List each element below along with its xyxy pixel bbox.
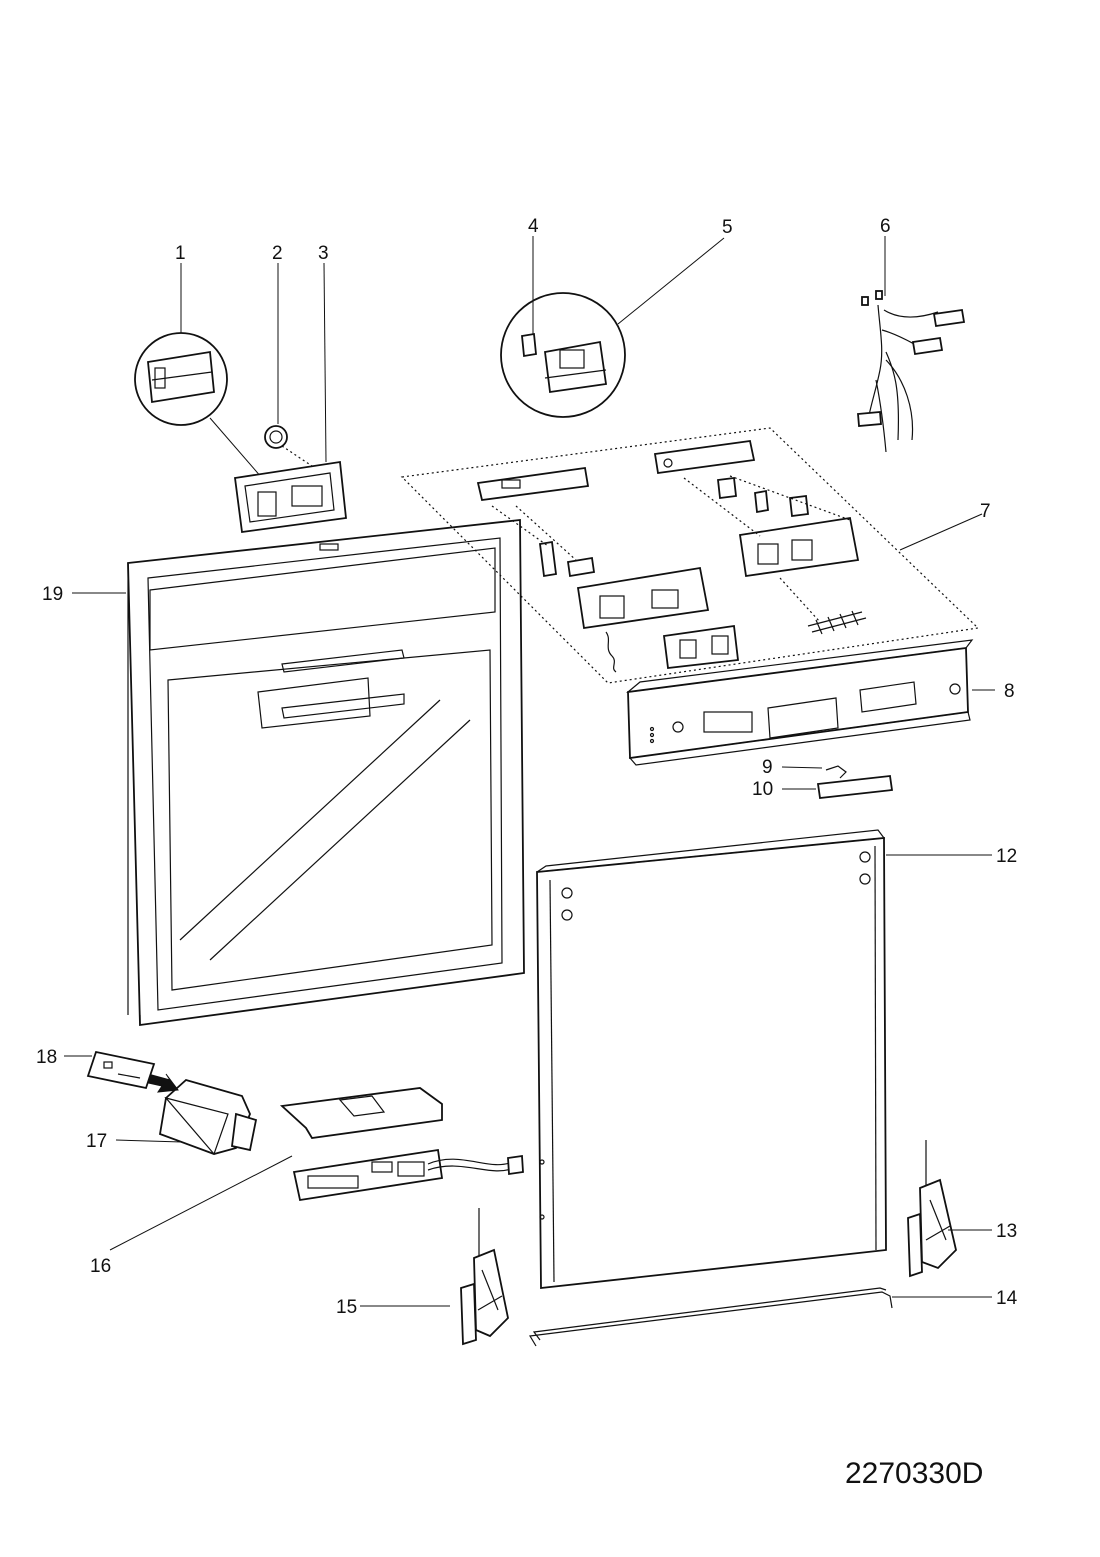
- callout-1: 1: [175, 243, 186, 264]
- callout-12: 12: [996, 846, 1017, 867]
- document-number: 2270330D: [845, 1457, 983, 1490]
- callout-15: 15: [336, 1297, 357, 1318]
- callout-8: 8: [1004, 681, 1015, 702]
- callout-18: 18: [36, 1047, 57, 1068]
- part-19-inner-door: [127, 518, 525, 1027]
- part-10-button-cover: [816, 775, 894, 799]
- part-16-control-board: [279, 1087, 524, 1202]
- callout-10: 10: [752, 779, 773, 800]
- part-6-wiring-harness: [857, 290, 966, 453]
- callout-6: 6: [880, 216, 891, 237]
- part-15-hinge-left: [460, 1208, 509, 1346]
- part-17-dispenser: [158, 1078, 258, 1156]
- part-9-button-spring: [825, 765, 847, 779]
- part-13-hinge-right: [907, 1140, 957, 1278]
- callout-5: 5: [722, 217, 733, 238]
- part-3-latch-housing: [233, 460, 347, 534]
- part-18-label-card: [86, 1050, 156, 1090]
- callout-16: 16: [90, 1256, 111, 1277]
- callout-19: 19: [42, 584, 63, 605]
- callout-2: 2: [272, 243, 283, 264]
- callout-7: 7: [980, 501, 991, 522]
- part-14-bottom-rod: [529, 1287, 893, 1347]
- callout-13: 13: [996, 1221, 1017, 1242]
- part-2-knob: [264, 425, 288, 449]
- part-7-electronics-group: [400, 427, 980, 684]
- part-5-detail-circle: [500, 292, 626, 418]
- callout-9: 9: [762, 757, 773, 778]
- callout-4: 4: [528, 216, 539, 237]
- part-12-outer-door-panel: [536, 829, 887, 1290]
- callout-3: 3: [318, 243, 329, 264]
- part-1-detail-circle: [134, 332, 228, 426]
- part-8-control-panel: [626, 639, 974, 766]
- callout-17: 17: [86, 1131, 107, 1152]
- callout-14: 14: [996, 1288, 1018, 1309]
